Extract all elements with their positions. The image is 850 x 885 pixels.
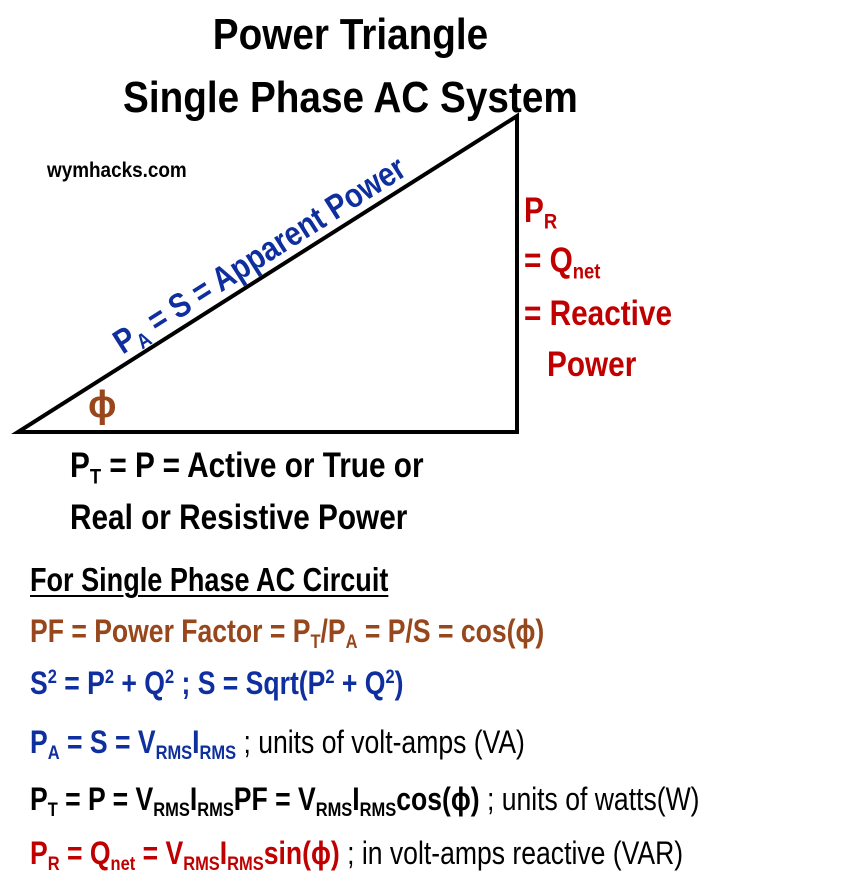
text-segment: ; S = Sqrt(P xyxy=(174,665,326,701)
active-power-label: PT = P = Active or True or xyxy=(70,446,486,489)
text-segment: Real or Resistive Power xyxy=(70,498,408,537)
text-segment: ; in volt-amps reactive (VAR) xyxy=(339,835,684,871)
title-line-2: Single Phase AC System xyxy=(122,73,578,122)
text-segment: RMS xyxy=(183,852,220,875)
text-segment: A xyxy=(345,630,358,653)
title-line-1: Power Triangle xyxy=(212,10,488,59)
text-segment: 2 xyxy=(104,666,115,689)
text-segment: /P xyxy=(320,613,346,649)
text-segment: = P = V xyxy=(57,781,154,817)
triangle-outline xyxy=(11,112,519,434)
text-segment: R xyxy=(47,852,60,875)
text-segment: I xyxy=(192,724,200,760)
text-segment: = S = V xyxy=(59,724,156,760)
formula-line: PF = Power Factor = PT/PA = P/S = cos(ϕ) xyxy=(30,613,650,653)
text-segment: P xyxy=(70,446,90,485)
text-segment: 2 xyxy=(47,666,57,689)
formulas-heading: For Single Phase AC Circuit xyxy=(30,561,389,598)
formula-line: PA = S = VRMSIRMS ; units of volt-amps (… xyxy=(30,724,626,764)
text-segment: RMS xyxy=(359,798,397,821)
text-segment: T xyxy=(89,463,102,489)
text-segment: RMS xyxy=(197,798,234,821)
text-segment: RMS xyxy=(315,798,353,821)
text-segment: = P xyxy=(56,665,105,701)
watermark: wymhacks.com xyxy=(47,159,187,182)
text-segment: 2 xyxy=(385,666,395,689)
text-segment: = Q xyxy=(524,241,573,280)
text-segment: sin(ϕ) xyxy=(263,835,340,871)
text-segment: = Reactive xyxy=(524,294,673,333)
text-segment: net xyxy=(572,258,601,284)
text-segment: 2 xyxy=(325,666,335,689)
formula-line: PT = P = VRMSIRMSPF = VRMSIRMScos(ϕ) ; u… xyxy=(30,781,837,821)
reactive-power-label: Power xyxy=(547,347,652,382)
text-segment: P xyxy=(30,781,48,817)
text-segment: I xyxy=(189,781,198,817)
formula-line: PR = Qnet = VRMSIRMSsin(ϕ) ; in volt-amp… xyxy=(30,835,817,875)
text-segment: R xyxy=(543,208,558,234)
text-segment: = P/S = cos(ϕ) xyxy=(357,613,545,649)
text-segment: T xyxy=(47,798,58,821)
text-segment: net xyxy=(110,852,136,875)
text-segment: RMS xyxy=(153,798,190,821)
text-segment: T xyxy=(310,630,321,653)
text-segment: = V xyxy=(135,835,184,871)
phase-angle-label: ϕ xyxy=(88,384,117,426)
reactive-power-label: = Reactive xyxy=(524,296,698,331)
text-segment: ; units of watts(W) xyxy=(479,781,700,817)
text-segment: I xyxy=(219,835,228,871)
text-segment: cos(ϕ) xyxy=(396,781,480,817)
reactive-power-label: PR xyxy=(524,191,563,234)
text-segment: PF = V xyxy=(233,781,316,817)
text-segment: RMS xyxy=(227,852,264,875)
text-segment: RMS xyxy=(155,741,193,764)
text-segment: = Q xyxy=(59,835,111,871)
text-segment: ; units of volt-amps (VA) xyxy=(236,724,525,760)
text-segment: P xyxy=(524,191,544,230)
text-segment: S xyxy=(30,665,48,701)
text-segment: P xyxy=(30,835,48,871)
text-segment: 2 xyxy=(164,666,175,689)
text-segment: I xyxy=(352,781,360,817)
text-segment: PF = Power Factor = P xyxy=(30,613,311,649)
text-segment: P xyxy=(30,724,48,760)
reactive-power-label: = Qnet xyxy=(524,241,614,284)
text-segment: = P = Active or True or xyxy=(101,446,424,485)
formula-line: S2 = P2 + Q2 ; S = Sqrt(P2 + Q2) xyxy=(30,667,480,699)
active-power-label: Real or Resistive Power xyxy=(70,500,467,535)
text-segment: A xyxy=(47,741,60,764)
text-segment: + Q xyxy=(114,665,165,701)
text-segment: Power xyxy=(547,345,637,384)
text-segment: RMS xyxy=(199,741,237,764)
text-segment: + Q xyxy=(334,665,386,701)
text-segment: ) xyxy=(394,665,404,701)
